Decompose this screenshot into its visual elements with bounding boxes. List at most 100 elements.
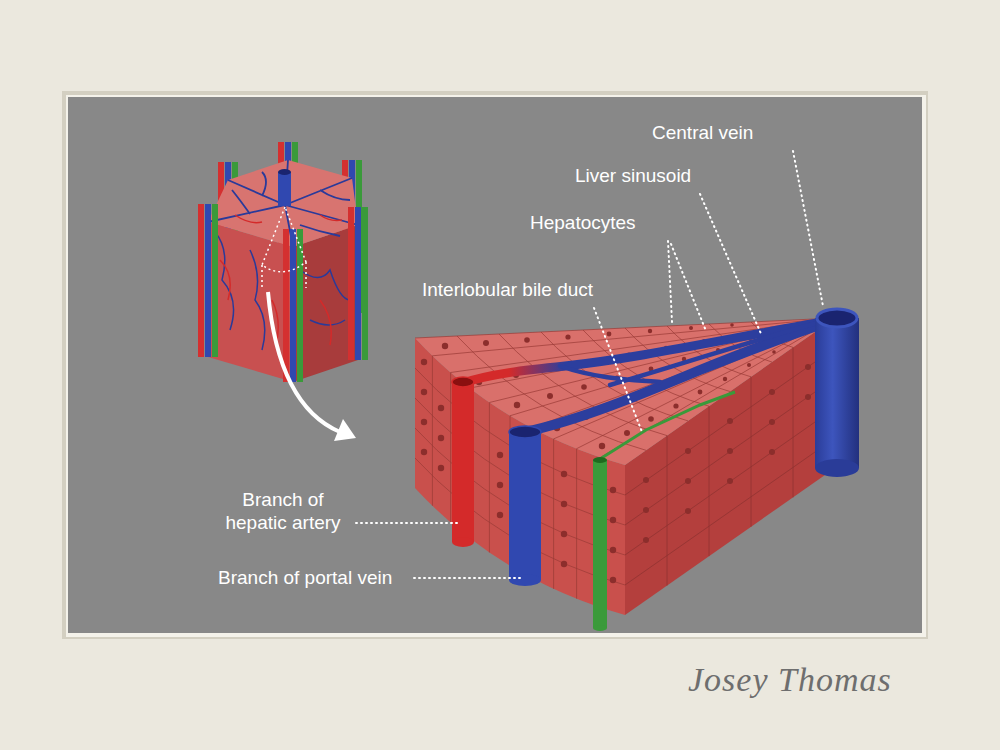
nucleus [624,430,630,436]
nucleus [565,334,570,339]
part-label: Central vein [652,122,753,145]
mat-bevel-light [66,95,926,637]
nucleus [727,418,733,424]
portal-tube [205,204,211,357]
sinusoid-branch [560,320,828,385]
nucleus [438,435,444,441]
nucleus [442,343,448,349]
nucleus [610,547,616,553]
nucleus [547,393,553,399]
nucleus [643,477,649,483]
lobule-top-arteries [235,215,342,223]
portal-tube [290,229,296,382]
part-label: Liver sinusoid [575,165,691,188]
nucleus [497,452,503,458]
nucleus [438,465,444,471]
portal-vein-lumen [509,426,541,438]
artist-signature: Josey Thomas [688,660,892,701]
portal-vein-tube [509,432,541,580]
part-label: Interlobular bile duct [422,279,593,302]
nucleus [727,478,733,484]
hepatic-artery-tube-end [452,537,474,547]
nucleus [524,337,530,343]
nucleus [421,449,427,455]
nucleus [643,507,649,513]
nucleus [685,478,691,484]
nucleus [698,390,703,395]
nucleus [610,487,616,493]
part-label: Hepatocytes [530,212,636,235]
leader-lines [356,151,823,578]
nucleus [497,512,503,518]
bile-canaliculus [600,392,735,459]
lobule-side-veins [215,232,350,350]
nucleus [561,471,567,477]
nucleus [769,449,775,455]
central-vein-lumen [817,309,857,327]
nucleus [769,389,775,395]
part-label: Branch of portal vein [218,567,392,590]
nucleus [648,329,652,333]
nucleus [497,482,503,488]
nucleus [561,501,567,507]
central-vein-tube-end [815,459,859,477]
nucleus [685,508,691,514]
zoom-arrowhead [334,419,356,441]
nucleus [421,419,427,425]
small-lobule-front-tubes [198,204,368,382]
part-label: Branch of hepatic artery [218,489,348,535]
wedge-outline [262,207,306,290]
nucleus [581,384,587,390]
bile-tube [362,207,368,360]
grey-panel [68,97,922,633]
bile-tube [212,204,218,357]
leader-line [700,194,762,336]
hepatic-artery-lumen [452,377,474,387]
nucleus [561,561,567,567]
nucleus [610,577,616,583]
nucleus [421,359,427,365]
nucleus [805,394,811,400]
bile-duct-tube [593,460,607,628]
central-vein-tube [815,318,859,468]
nucleus [648,416,654,422]
nucleus [723,377,727,381]
nucleus [772,350,776,354]
nucleus [610,517,616,523]
nucleus [727,448,733,454]
mat-bevel [62,91,928,639]
nucleus [561,531,567,537]
bile-duct-tube-end [593,625,607,631]
portal-vein-tube-end [509,574,541,586]
wedge-top-face [415,318,835,465]
nucleus [421,389,427,395]
nucleus [514,402,520,408]
nucleus [643,537,649,543]
leader-line [414,577,523,579]
artery-tube [348,207,354,360]
leader-line [668,241,706,331]
lobule-central-vein [278,172,291,206]
nucleus [805,364,811,370]
nucleus [747,363,751,367]
nucleus [438,405,444,411]
nucleus [599,443,605,449]
leader-line [594,308,642,432]
artery-tube [198,204,204,357]
leader-line [793,151,823,306]
nucleus [673,403,678,408]
lobule-central-vein-top [278,169,291,175]
nucleus [730,323,734,327]
nucleus [483,340,489,346]
artery-tube [283,229,289,382]
leader-line [356,522,461,524]
hepatic-artery-tube [452,382,474,542]
zoom-arrow [268,292,340,432]
nucleus [689,326,693,330]
nucleus [607,332,612,337]
nucleus [685,448,691,454]
